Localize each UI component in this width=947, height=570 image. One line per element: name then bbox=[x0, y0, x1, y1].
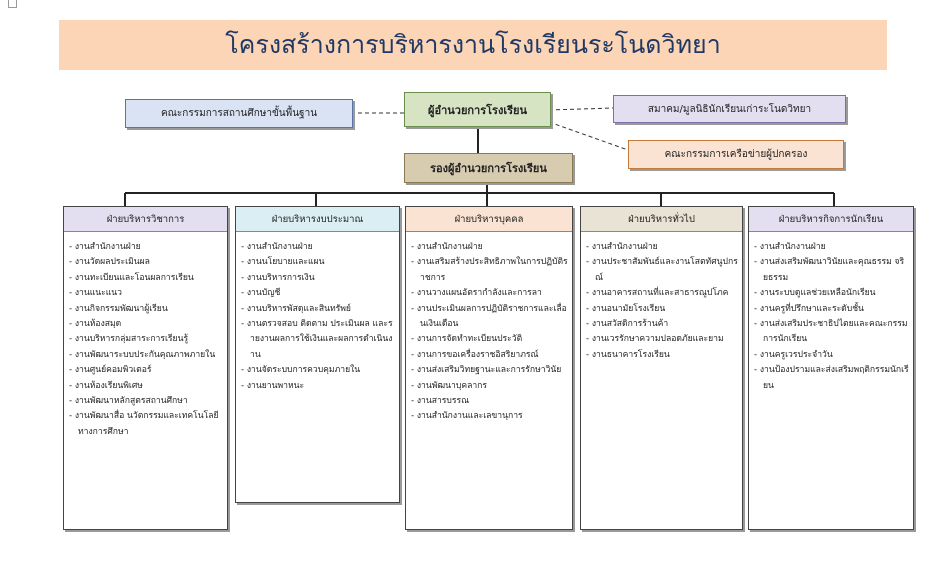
dept-task-item: งานอนามัยโรงเรียน bbox=[586, 302, 738, 317]
dept-budget-title: ฝ่ายบริหารงบประมาณ bbox=[236, 207, 399, 232]
dept-task-item: งานวัดผลประเมินผล bbox=[69, 255, 223, 270]
alumni-association-box: สมาคม/มูลนิธินักเรียนเก่าระโนดวิทยา bbox=[613, 95, 846, 123]
dept-task-item: งานบริหารการเงิน bbox=[241, 271, 395, 286]
dept-task-item: งานประเมินผลการปฏิบัติราชการและเลื่อนเงิ… bbox=[411, 302, 568, 333]
school-board-box: คณะกรรมการสถานศึกษาขั้นพื้นฐาน bbox=[125, 99, 353, 128]
dept-task-item: งานตรวจสอบ ติดตาม ประเมินผล และรายงานผลก… bbox=[241, 317, 395, 363]
dept-task-item: งานพัฒนาระบบประกันคุณภาพภายใน bbox=[69, 348, 223, 363]
dept-task-item: งานการขอเครื่องราชอิสริยาภรณ์ bbox=[411, 348, 568, 363]
dept-task-item: งานสำนักงานฝ่าย bbox=[411, 240, 568, 255]
dept-personnel: ฝ่ายบริหารบุคคล งานสำนักงานฝ่ายงานเสริมส… bbox=[405, 206, 573, 530]
dept-task-item: งานทะเบียนและโอนผลการเรียน bbox=[69, 271, 223, 286]
dept-general-list: งานสำนักงานฝ่ายงานประชาสัมพันธ์และงานโสต… bbox=[581, 232, 742, 363]
dept-student-affairs-title: ฝ่ายบริหารกิจการนักเรียน bbox=[749, 207, 913, 232]
dept-student-affairs: ฝ่ายบริหารกิจการนักเรียน งานสำนักงานฝ่าย… bbox=[748, 206, 914, 530]
dept-academic-list: งานสำนักงานฝ่ายงานวัดผลประเมินผลงานทะเบี… bbox=[64, 232, 227, 440]
dept-task-item: งานพัฒนาสื่อ นวัตกรรมและเทคโนโลยีทางการศ… bbox=[69, 409, 223, 440]
dept-task-item: งานพัฒนาหลักสูตรสถานศึกษา bbox=[69, 394, 223, 409]
dept-task-item: งานจัดระบบการควบคุมภายใน bbox=[241, 363, 395, 378]
connector-director-parent bbox=[548, 121, 629, 151]
dept-task-item: งานห้องเรียนพิเศษ bbox=[69, 379, 223, 394]
dept-task-item: งานครูที่ปรึกษาและระดับชั้น bbox=[754, 302, 909, 317]
deputy-director-box: รองผู้อำนวยการโรงเรียน bbox=[404, 153, 573, 183]
dept-task-item: งานส่งเสริมวิทยฐานะและการรักษาวินัย bbox=[411, 363, 568, 378]
dept-student-affairs-list: งานสำนักงานฝ่ายงานส่งเสริมพัฒนาวินัยและค… bbox=[749, 232, 913, 394]
dept-task-item: งานครูเวรประจำวัน bbox=[754, 348, 909, 363]
dept-budget: ฝ่ายบริหารงบประมาณ งานสำนักงานฝ่ายงานนโย… bbox=[235, 206, 400, 503]
dept-personnel-list: งานสำนักงานฝ่ายงานเสริมสร้างประสิทธิภาพใ… bbox=[406, 232, 572, 425]
dept-general-title: ฝ่ายบริหารทั่วไป bbox=[581, 207, 742, 232]
dept-task-item: งานศูนย์คอมพิวเตอร์ bbox=[69, 363, 223, 378]
dept-task-item: งานนโยบายและแผน bbox=[241, 255, 395, 270]
dept-task-item: งานวางแผนอัตรากำลังและการลา bbox=[411, 286, 568, 301]
dept-task-item: งานบัญชี bbox=[241, 286, 395, 301]
dept-task-item: งานกิจกรรมพัฒนาผู้เรียน bbox=[69, 302, 223, 317]
dept-task-item: งานสำนักงานฝ่าย bbox=[754, 240, 909, 255]
dept-task-item: งานสำนักงานและเลขานุการ bbox=[411, 409, 568, 424]
dept-budget-list: งานสำนักงานฝ่ายงานนโยบายและแผนงานบริหารก… bbox=[236, 232, 399, 394]
dept-task-item: งานระบบดูแลช่วยเหลือนักเรียน bbox=[754, 286, 909, 301]
dept-task-item: งานส่งเสริมพัฒนาวินัยและคุณธรรม จริยธรรม bbox=[754, 255, 909, 286]
dept-task-item: งานสารบรรณ bbox=[411, 394, 568, 409]
dept-task-item: งานยานพาหนะ bbox=[241, 379, 395, 394]
dept-task-item: งานพัฒนาบุคลากร bbox=[411, 379, 568, 394]
dept-task-item: งานสำนักงานฝ่าย bbox=[586, 240, 738, 255]
director-box: ผู้อำนวยการโรงเรียน bbox=[404, 92, 551, 127]
corner-mark bbox=[8, 0, 17, 8]
dept-task-item: งานเสริมสร้างประสิทธิภาพในการปฏิบัติราชก… bbox=[411, 255, 568, 286]
dept-general: ฝ่ายบริหารทั่วไป งานสำนักงานฝ่ายงานประชา… bbox=[580, 206, 743, 530]
dept-task-item: งานสำนักงานฝ่าย bbox=[69, 240, 223, 255]
page-title: โครงสร้างการบริหารงานโรงเรียนระโนดวิทยา bbox=[225, 30, 721, 59]
dept-personnel-title: ฝ่ายบริหารบุคคล bbox=[406, 207, 572, 232]
dept-task-item: งานธนาคารโรงเรียน bbox=[586, 348, 738, 363]
dept-task-item: งานบริหารกลุ่มสาระการเรียนรู้ bbox=[69, 332, 223, 347]
connector-director-alumni bbox=[548, 107, 614, 111]
dept-task-item: งานบริหารพัสดุและสินทรัพย์ bbox=[241, 302, 395, 317]
dept-task-item: งานสวัสดิการร้านค้า bbox=[586, 317, 738, 332]
dept-academic-title: ฝ่ายบริหารวิชาการ bbox=[64, 207, 227, 232]
dept-task-item: งานป้องปรามและส่งเสริมพฤติกรรมนักเรียน bbox=[754, 363, 909, 394]
parent-network-box: คณะกรรมการเครือข่ายผู้ปกครอง bbox=[628, 140, 844, 169]
title-banner: โครงสร้างการบริหารงานโรงเรียนระโนดวิทยา bbox=[59, 20, 887, 70]
dept-task-item: งานการจัดทำทะเบียนประวัติ bbox=[411, 332, 568, 347]
dept-task-item: งานอาคารสถานที่และสาธารณูปโภค bbox=[586, 286, 738, 301]
dept-task-item: งานสำนักงานฝ่าย bbox=[241, 240, 395, 255]
dept-task-item: งานเวรรักษาความปลอดภัยและยาม bbox=[586, 332, 738, 347]
dept-task-item: งานประชาสัมพันธ์และงานโสตทัศนูปกรณ์ bbox=[586, 255, 738, 286]
dept-task-item: งานห้องสมุด bbox=[69, 317, 223, 332]
dept-academic: ฝ่ายบริหารวิชาการ งานสำนักงานฝ่ายงานวัดผ… bbox=[63, 206, 228, 530]
dept-task-item: งานส่งเสริมประชาธิปไตยและคณะกรรมการนักเร… bbox=[754, 317, 909, 348]
dept-task-item: งานแนะแนว bbox=[69, 286, 223, 301]
